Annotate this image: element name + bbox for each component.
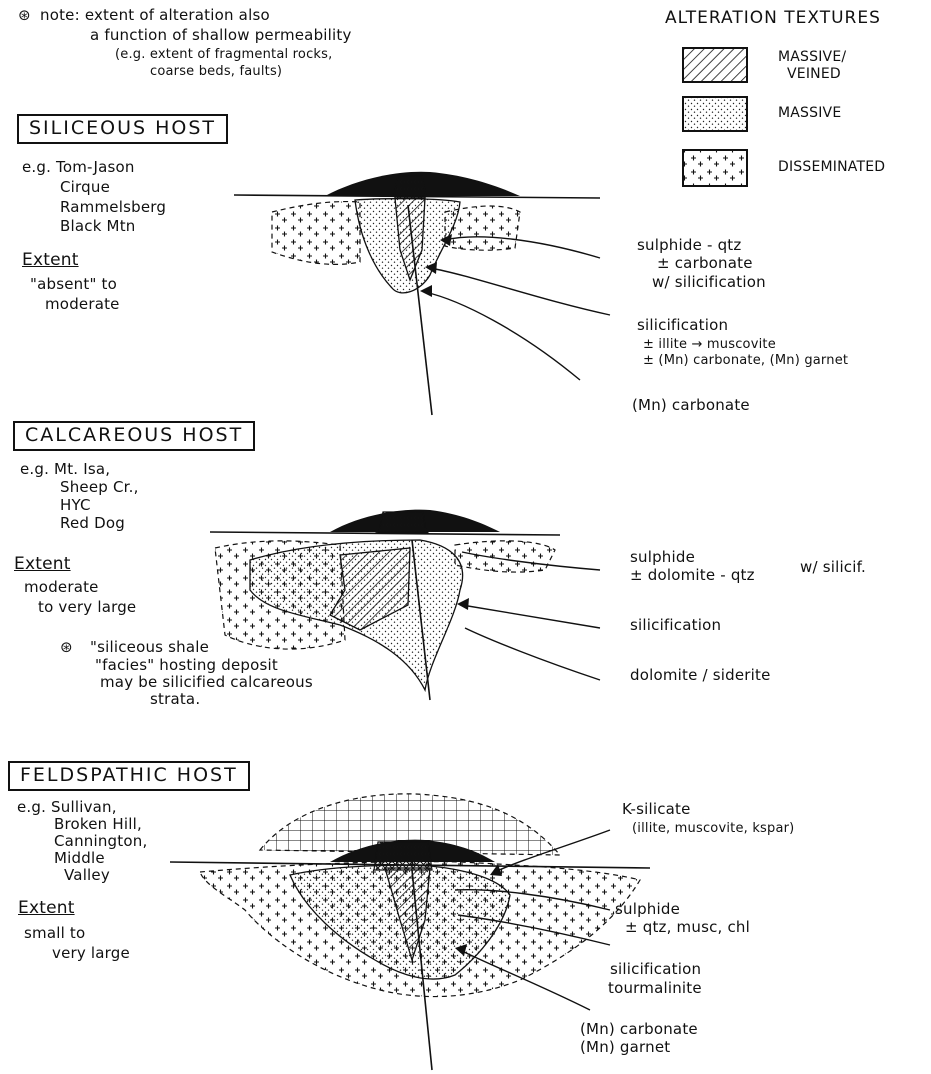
- calcareous-label-3: dolomite / siderite: [630, 668, 771, 684]
- feldspathic-label-3a: silicification: [610, 962, 701, 978]
- feldspathic-label-2a: sulphide: [615, 902, 680, 918]
- feldspathic-example-2: Broken Hill,: [54, 817, 142, 833]
- calcareous-footnote-4: strata.: [150, 692, 200, 708]
- panel-title-siliceous: SILICEOUS HOST: [17, 114, 228, 144]
- note-bullet: ⊛: [18, 8, 31, 24]
- calcareous-example-2: Sheep Cr.,: [60, 480, 139, 496]
- calcareous-footnote-3: may be silicified calcareous: [100, 675, 313, 691]
- calcareous-label-1-extra: w/ silicif.: [800, 560, 866, 576]
- calcareous-footnote-bullet: ⊛: [60, 640, 73, 656]
- siliceous-extent-label: Extent: [22, 252, 79, 270]
- note-line-2: a function of shallow permeability: [90, 28, 352, 44]
- siliceous-cross-section: [234, 172, 610, 415]
- siliceous-label-1c: w/ silicification: [652, 275, 766, 291]
- siliceous-label-2c: ± (Mn) carbonate, (Mn) garnet: [643, 354, 848, 368]
- legend-label-massive-veined-1: MASSIVE/: [778, 50, 846, 65]
- siliceous-label-2a: silicification: [637, 318, 728, 334]
- siliceous-example-4: Black Mtn: [60, 219, 135, 235]
- feldspathic-example-4: Middle: [54, 851, 105, 867]
- siliceous-example-2: Cirque: [60, 180, 110, 196]
- legend-label-massive: MASSIVE: [778, 106, 841, 121]
- feldspathic-label-2b: ± qtz, musc, chl: [625, 920, 750, 936]
- siliceous-extent-2: moderate: [45, 297, 120, 313]
- calcareous-label-2: silicification: [630, 618, 721, 634]
- panel-title-feldspathic: FELDSPATHIC HOST: [8, 761, 250, 791]
- feldspathic-cross-section: [170, 794, 650, 1070]
- siliceous-extent-1: "absent" to: [30, 277, 117, 293]
- legend-label-disseminated: DISSEMINATED: [778, 160, 885, 175]
- calcareous-label-1a: sulphide: [630, 550, 695, 566]
- feldspathic-example-1: e.g. Sullivan,: [17, 800, 117, 816]
- note-line-4: coarse beds, faults): [150, 65, 282, 79]
- legend-swatch-cross: [683, 150, 747, 186]
- legend-title: ALTERATION TEXTURES: [665, 10, 881, 28]
- feldspathic-label-1a: K-silicate: [622, 802, 691, 818]
- feldspathic-example-3: Cannington,: [54, 834, 147, 850]
- feldspathic-extent-1: small to: [24, 926, 85, 942]
- feldspathic-label-3b: tourmalinite: [608, 981, 702, 997]
- legend-swatch-hatch: [683, 48, 747, 82]
- feldspathic-label-1b: (illite, muscovite, kspar): [632, 822, 794, 836]
- siliceous-label-1b: ± carbonate: [657, 256, 753, 272]
- feldspathic-example-5: Valley: [64, 868, 110, 884]
- siliceous-label-3: (Mn) carbonate: [632, 398, 750, 414]
- siliceous-example-1: e.g. Tom-Jason: [22, 160, 135, 176]
- siliceous-example-3: Rammelsberg: [60, 200, 166, 216]
- feldspathic-label-4b: (Mn) garnet: [580, 1040, 670, 1056]
- feldspathic-label-4a: (Mn) carbonate: [580, 1022, 698, 1038]
- note-line-1: note: extent of alteration also: [40, 8, 270, 24]
- feldspathic-extent-label: Extent: [18, 900, 75, 918]
- calcareous-extent-2: to very large: [38, 600, 136, 616]
- siliceous-label-1a: sulphide - qtz: [637, 238, 741, 254]
- calcareous-example-1: e.g. Mt. Isa,: [20, 462, 110, 478]
- calcareous-example-4: Red Dog: [60, 516, 125, 532]
- calcareous-footnote-2: "facies" hosting deposit: [95, 658, 278, 674]
- legend-label-massive-veined-2: VEINED: [787, 67, 841, 82]
- calcareous-extent-label: Extent: [14, 556, 71, 574]
- feldspathic-extent-2: very large: [52, 946, 130, 962]
- calcareous-extent-1: moderate: [24, 580, 99, 596]
- siliceous-label-2b: ± illite → muscovite: [643, 338, 776, 352]
- legend-swatch-stipple: [683, 97, 747, 131]
- calcareous-label-1b: ± dolomite - qtz: [630, 568, 755, 584]
- panel-title-calcareous: CALCAREOUS HOST: [13, 421, 255, 451]
- note-line-3: (e.g. extent of fragmental rocks,: [115, 48, 332, 62]
- calcareous-example-3: HYC: [60, 498, 91, 514]
- calcareous-footnote-1: "siliceous shale: [90, 640, 209, 656]
